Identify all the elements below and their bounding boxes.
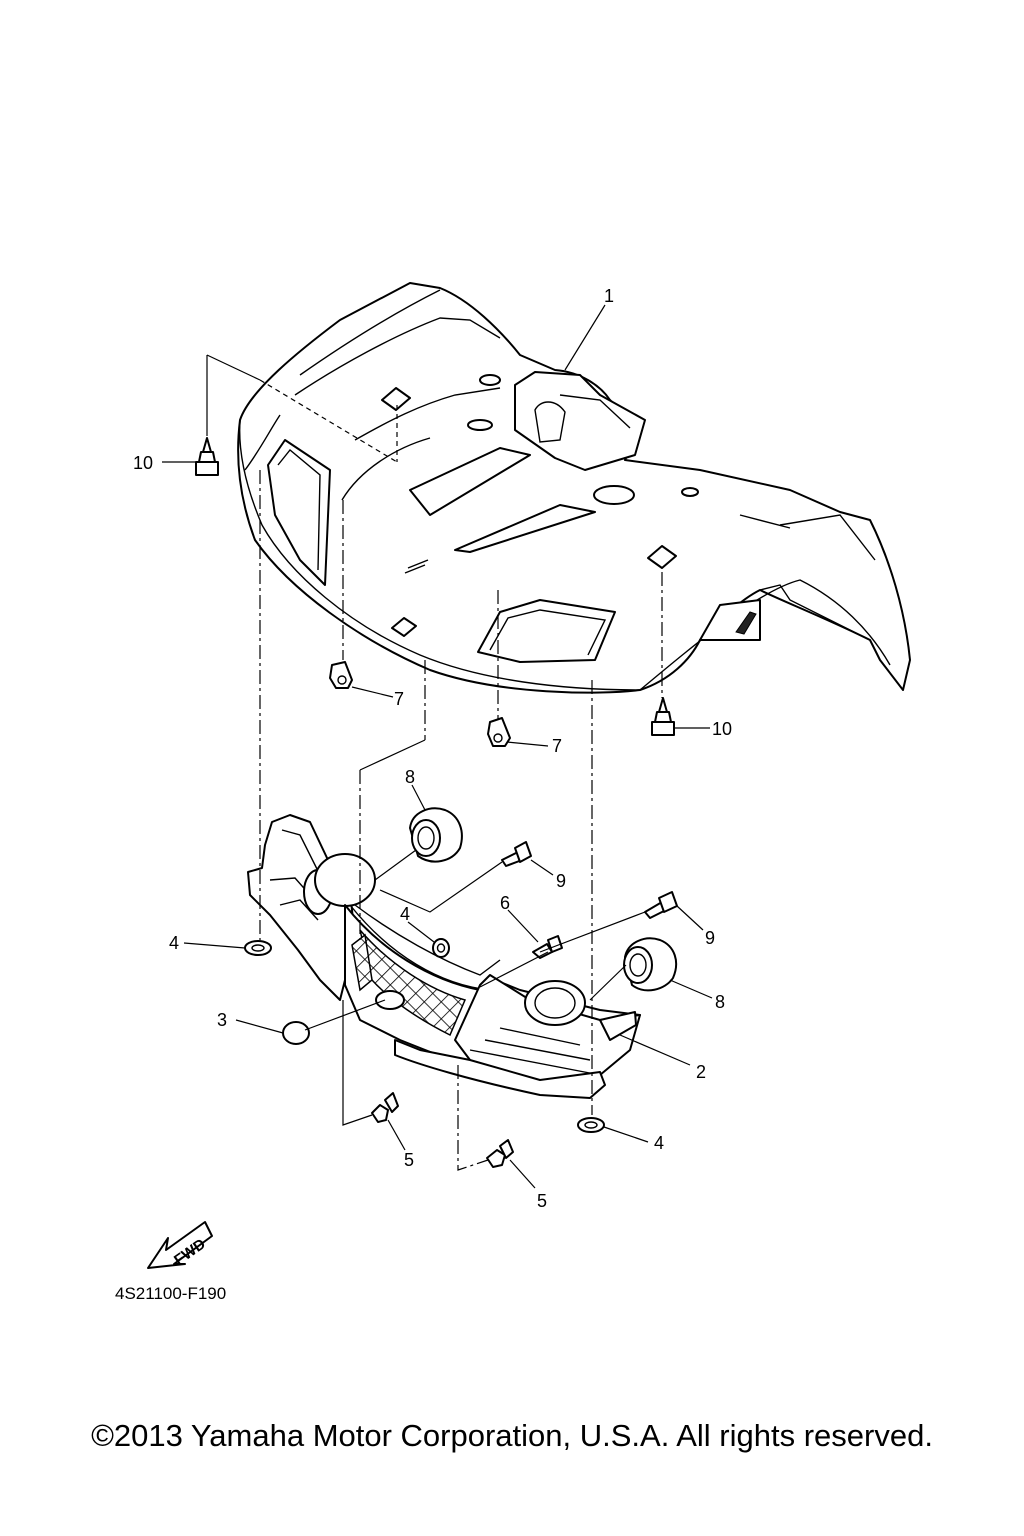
grommet-8-top bbox=[409, 807, 463, 863]
callout-1: 1 bbox=[604, 286, 614, 306]
cap-3 bbox=[282, 1021, 310, 1045]
drawing-code: 4S21100-F190 bbox=[115, 1284, 226, 1303]
assembly-guide-lines bbox=[206, 354, 663, 1171]
grommet-4-center bbox=[432, 938, 450, 958]
nut-7-left bbox=[329, 661, 353, 689]
copyright-notice: ©2013 Yamaha Motor Corporation, U.S.A. A… bbox=[91, 1418, 933, 1453]
callout-2: 2 bbox=[696, 1062, 706, 1082]
bolt-9-bottom bbox=[644, 891, 678, 919]
callout-5-right: 5 bbox=[537, 1191, 547, 1211]
callout-4-right: 4 bbox=[654, 1133, 664, 1153]
grommet-4-right bbox=[577, 1117, 605, 1133]
callout-numbers: 1 10 7 7 10 8 9 6 4 4 9 8 3 2 4 5 5 bbox=[133, 286, 732, 1211]
callout-10-right: 10 bbox=[712, 719, 732, 739]
callout-7-left: 7 bbox=[394, 689, 404, 709]
clip-rivet-5-right bbox=[486, 1139, 514, 1168]
clip-rivet-5-left bbox=[371, 1092, 399, 1123]
bolt-10-right bbox=[651, 697, 675, 736]
callout-9-top: 9 bbox=[556, 871, 566, 891]
front-grille-panel bbox=[247, 814, 641, 1099]
callout-5-left: 5 bbox=[404, 1150, 414, 1170]
front-fender bbox=[237, 282, 911, 694]
grommet-4-left bbox=[244, 940, 272, 956]
nut-7-right bbox=[487, 717, 511, 747]
callout-8-bottom: 8 bbox=[715, 992, 725, 1012]
fwd-arrow: FWD bbox=[147, 1221, 213, 1269]
screw-6 bbox=[532, 935, 563, 959]
grommet-8-bottom bbox=[623, 937, 678, 992]
callout-3: 3 bbox=[217, 1010, 227, 1030]
callout-8-top: 8 bbox=[405, 767, 415, 787]
callout-9-bottom: 9 bbox=[705, 928, 715, 948]
callout-7-right: 7 bbox=[552, 736, 562, 756]
callout-leaders bbox=[162, 304, 713, 1189]
callout-6: 6 bbox=[500, 893, 510, 913]
callout-4-left: 4 bbox=[169, 933, 179, 953]
callout-4-center: 4 bbox=[400, 904, 410, 924]
bolt-9-top bbox=[501, 841, 532, 867]
bolt-10-left bbox=[195, 437, 219, 476]
callout-10-left: 10 bbox=[133, 453, 153, 473]
